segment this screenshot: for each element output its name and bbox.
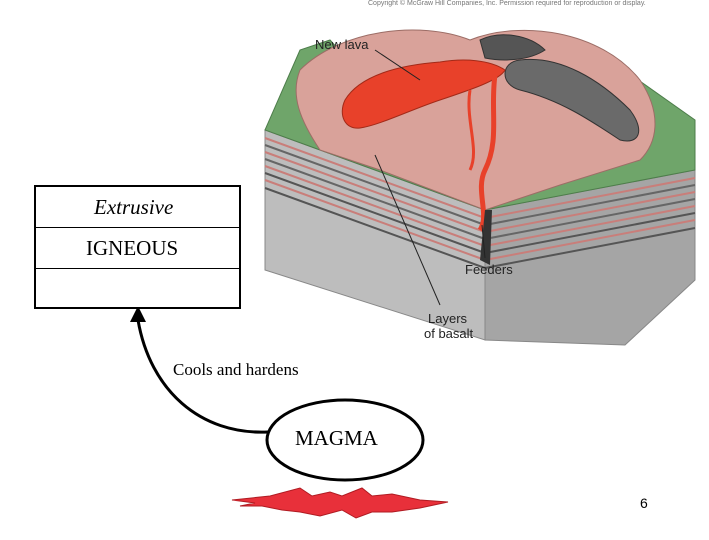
rock-box-extrusive: Extrusive bbox=[36, 187, 239, 228]
cools-and-hardens-caption: Cools and hardens bbox=[173, 360, 299, 379]
arrow-head-icon bbox=[130, 306, 146, 322]
conduit bbox=[480, 210, 492, 265]
label-new-lava: New lava bbox=[315, 37, 369, 52]
feeder-dike bbox=[477, 74, 498, 232]
leader-new-lava bbox=[374, 49, 421, 81]
magma-label: MAGMA bbox=[295, 426, 378, 450]
magma-ellipse bbox=[265, 398, 425, 482]
leader-feeders bbox=[481, 224, 486, 259]
rock-box-igneous: IGNEOUS bbox=[36, 228, 239, 269]
new-lava-flow bbox=[341, 59, 506, 129]
copyright-notice: Copyright © McGraw Hill Companies, Inc. … bbox=[368, 0, 646, 7]
arrow-path bbox=[136, 319, 269, 434]
leader-layers bbox=[374, 154, 441, 306]
label-layers-line1: Layers bbox=[428, 311, 468, 326]
feeder-dike-2 bbox=[467, 89, 475, 171]
basalt-layers-left bbox=[264, 137, 486, 269]
basalt-layers-right bbox=[484, 177, 696, 269]
old-lava-flow-top bbox=[479, 34, 546, 61]
label-layers-line2: of basalt bbox=[424, 326, 474, 341]
label-feeders: Feeders bbox=[465, 262, 513, 277]
old-lava-flow-right bbox=[504, 58, 640, 142]
slide-number: 6 bbox=[640, 495, 648, 511]
magma-burst-icon bbox=[231, 487, 449, 519]
rock-box-empty-row bbox=[36, 269, 239, 309]
rock-type-box: Extrusive IGNEOUS bbox=[34, 185, 241, 309]
